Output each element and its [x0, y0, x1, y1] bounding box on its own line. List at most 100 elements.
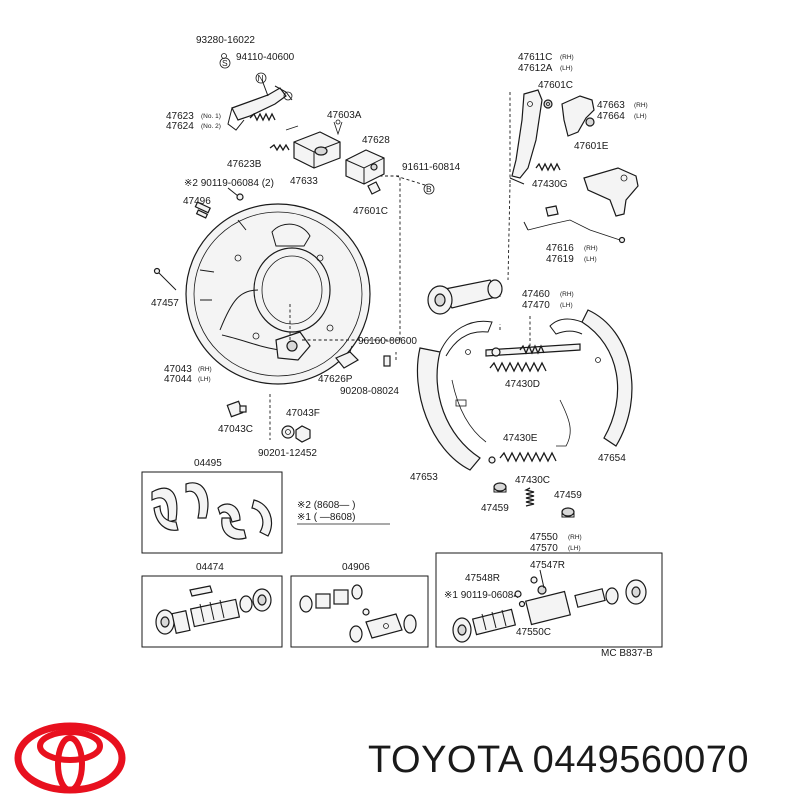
n-mark-circle: [255, 72, 267, 84]
label-47628: 47628: [362, 135, 390, 146]
b-mark-circle: [423, 183, 435, 195]
label-47430E: 47430E: [503, 433, 538, 444]
label-93280-16022: 93280-16022: [196, 35, 255, 46]
label-47548R: 47548R: [465, 573, 500, 584]
cable-47616: [523, 205, 626, 244]
label-47664: 47664: [597, 111, 625, 122]
kit-04474-box: [141, 575, 283, 648]
screw-90119: [227, 187, 244, 201]
kit-04474-label: 04474: [196, 562, 224, 573]
kit-04906-parts: [299, 584, 417, 643]
clip-47601C: [543, 99, 553, 109]
label-47550C: 47550C: [516, 627, 551, 638]
label-47619-lh: (LH): [584, 256, 597, 263]
plug-90208: [383, 355, 391, 367]
spring-47430E: [488, 451, 557, 464]
label-90119-06084-top: ※2 90119-06084 (2): [184, 178, 274, 189]
label-90119-06084-kit: ※1 90119-06084: [444, 590, 519, 601]
strut-plate: [583, 167, 639, 217]
label-47459-right: 47459: [554, 490, 582, 501]
leader-dashed-7: [499, 316, 531, 346]
label-91611-60814: 91611-60814: [402, 162, 461, 173]
kit-04474-parts: [155, 585, 272, 635]
label-94110-40600: 94110-40600: [236, 52, 295, 63]
leader-dashed-3: [395, 175, 429, 187]
lever-47663: [561, 95, 595, 137]
s-mark: S: [222, 58, 228, 68]
washer-47043F: [281, 425, 295, 439]
toyota-logo: [14, 722, 126, 794]
label-47612A: 47612A: [518, 63, 553, 74]
label-47619: 47619: [546, 254, 574, 265]
label-47044-lh: (LH): [198, 376, 211, 383]
label-47601E: 47601E: [574, 141, 609, 152]
label-47601C-top: 47601C: [538, 80, 573, 91]
label-47550-rh: (RH): [568, 534, 582, 541]
bleeder-47626P: [335, 345, 359, 369]
label-47626P: 47626P: [318, 374, 353, 385]
label-47623-sub: (No. 1): [201, 113, 221, 120]
label-47664-lh: (LH): [634, 113, 647, 120]
b-mark: B: [426, 184, 432, 194]
brand-part-number: TOYOTA 0449560070: [368, 739, 750, 781]
parking-lever-assembly: [221, 53, 299, 131]
label-47663: 47663: [597, 100, 625, 111]
label-90208-08024: 90208-08024: [340, 386, 399, 397]
label-47457: 47457: [151, 298, 179, 309]
cup-47459-left: [493, 482, 507, 493]
clip-47603A: [333, 119, 343, 136]
label-47611C-rh: (RH): [560, 54, 574, 61]
label-47570: 47570: [530, 543, 558, 554]
label-47043C: 47043C: [218, 424, 253, 435]
label-47570-lh: (LH): [568, 545, 581, 552]
brake-shoe-47654: [549, 309, 633, 447]
brake-shoe-47653: [416, 320, 493, 471]
backing-plate-47043: [185, 203, 371, 385]
label-47623B: 47623B: [227, 159, 262, 170]
kit-04906-label: 04906: [342, 562, 370, 573]
wheel-cylinder-assembly: [452, 569, 647, 643]
label-47043: 47043: [164, 364, 192, 375]
label-47460: 47460: [522, 289, 550, 300]
label-47653: 47653: [410, 472, 438, 483]
label-47633: 47633: [290, 176, 318, 187]
label-47616: 47616: [546, 243, 574, 254]
n-mark: N: [258, 73, 264, 83]
label-47624-sub: (No. 2): [201, 123, 221, 130]
label-47663-rh: (RH): [634, 102, 648, 109]
label-47616-rh: (RH): [584, 245, 598, 252]
kit-04495-label: 04495: [194, 458, 222, 469]
spring-47430C: [524, 487, 535, 507]
label-47601C-mid: 47601C: [353, 206, 388, 217]
bolt-47043C: [226, 400, 247, 418]
label-47611C: 47611C: [518, 52, 552, 63]
kit-04495-box: [141, 471, 283, 554]
spring-47430G: [535, 162, 561, 172]
nut-90201: [295, 425, 311, 443]
label-96160-00600: 96160-00600: [358, 336, 417, 347]
label-47612A-lh: (LH): [560, 65, 573, 72]
label-90201-12452: 90201-12452: [258, 448, 317, 459]
label-47654: 47654: [598, 453, 626, 464]
label-47043-rh: (RH): [198, 366, 212, 373]
label-47623: 47623: [166, 111, 194, 122]
parking-lever-47611C: [509, 89, 543, 185]
leader-dashed-6: [507, 92, 511, 281]
label-47459-left: 47459: [481, 503, 509, 514]
label-47044: 47044: [164, 374, 192, 385]
wheel-cylinder-47460: [427, 279, 503, 315]
wheel-cylinder-box: [435, 552, 663, 648]
label-47430G: 47430G: [532, 179, 568, 190]
footer-code: MC B837-B: [601, 648, 653, 659]
adjuster-strut-47430D: [485, 343, 581, 373]
kit-04495-shoes: [151, 482, 273, 540]
adjuster-47628: [345, 149, 385, 195]
adjuster-47633: [269, 131, 341, 169]
label-47430D: 47430D: [505, 379, 540, 390]
label-47550: 47550: [530, 532, 558, 543]
label-47430C: 47430C: [515, 475, 550, 486]
cup-47459-right: [561, 507, 575, 518]
label-47603A: 47603A: [327, 110, 362, 121]
kit-04906-box: [290, 575, 429, 648]
label-47470: 47470: [522, 300, 550, 311]
